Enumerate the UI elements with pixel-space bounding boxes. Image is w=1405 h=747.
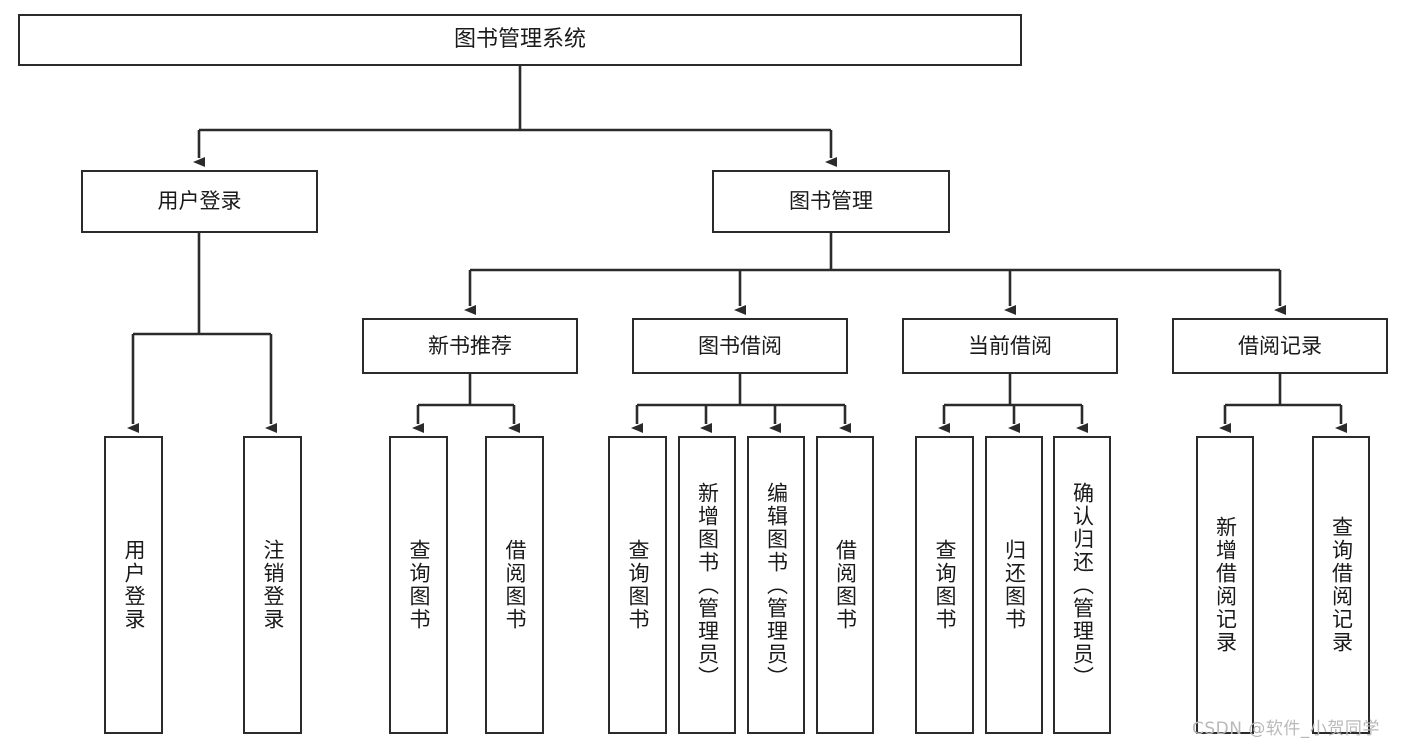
node-leaf-borrow-book-2[interactable]: 借阅图书 xyxy=(816,436,874,734)
node-leaf-query-book-2-label: 查询图书 xyxy=(626,539,650,631)
node-leaf-query-book-3[interactable]: 查询图书 xyxy=(915,436,974,734)
csdn-watermark: CSDN @软件_小贺同学 xyxy=(1192,719,1380,739)
node-current-borrow-label: 当前借阅 xyxy=(968,333,1052,358)
node-root-label: 图书管理系统 xyxy=(453,27,586,53)
node-new-book-recommend-label: 新书推荐 xyxy=(428,333,512,358)
node-leaf-return-book[interactable]: 归还图书 xyxy=(985,436,1043,734)
node-leaf-query-book-3-label: 查询图书 xyxy=(933,539,957,631)
node-leaf-add-book-admin[interactable]: 新增图书（管理员） xyxy=(678,436,736,734)
node-leaf-logout-login-label: 注销登录 xyxy=(261,539,285,631)
node-leaf-add-borrow-record-label: 新增借阅记录 xyxy=(1213,516,1238,654)
node-leaf-return-book-label: 归还图书 xyxy=(1002,539,1027,631)
node-leaf-logout-login[interactable]: 注销登录 xyxy=(243,436,302,734)
node-leaf-borrow-book-2-label: 借阅图书 xyxy=(833,539,858,631)
node-root[interactable]: 图书管理系统 xyxy=(18,14,1022,66)
node-leaf-user-login-label: 用户登录 xyxy=(122,539,146,631)
node-book-borrow-label: 图书借阅 xyxy=(698,333,782,358)
node-current-borrow[interactable]: 当前借阅 xyxy=(902,318,1118,374)
node-book-manage[interactable]: 图书管理 xyxy=(712,170,950,233)
node-leaf-edit-book-admin[interactable]: 编辑图书（管理员） xyxy=(747,436,805,734)
node-book-borrow[interactable]: 图书借阅 xyxy=(632,318,848,374)
node-leaf-add-book-admin-label: 新增图书（管理员） xyxy=(695,481,720,689)
node-leaf-confirm-return-admin-label: 确认归还（管理员） xyxy=(1070,481,1095,689)
node-leaf-query-book-1-label: 查询图书 xyxy=(407,539,431,631)
node-new-book-recommend[interactable]: 新书推荐 xyxy=(362,318,578,374)
node-leaf-confirm-return-admin[interactable]: 确认归还（管理员） xyxy=(1053,436,1111,734)
node-leaf-query-book-2[interactable]: 查询图书 xyxy=(608,436,667,734)
node-leaf-borrow-book-1[interactable]: 借阅图书 xyxy=(485,436,544,734)
node-leaf-edit-book-admin-label: 编辑图书（管理员） xyxy=(764,481,789,689)
node-borrow-record-label: 借阅记录 xyxy=(1238,333,1322,358)
node-leaf-query-book-1[interactable]: 查询图书 xyxy=(389,436,448,734)
node-book-manage-label: 图书管理 xyxy=(789,189,873,214)
node-leaf-user-login[interactable]: 用户登录 xyxy=(104,436,163,734)
node-leaf-query-borrow-record-label: 查询借阅记录 xyxy=(1329,516,1354,654)
node-borrow-record[interactable]: 借阅记录 xyxy=(1172,318,1388,374)
node-leaf-add-borrow-record[interactable]: 新增借阅记录 xyxy=(1196,436,1254,734)
node-user-login[interactable]: 用户登录 xyxy=(81,170,318,233)
node-leaf-borrow-book-1-label: 借阅图书 xyxy=(503,539,527,631)
node-leaf-query-borrow-record[interactable]: 查询借阅记录 xyxy=(1312,436,1370,734)
node-user-login-label: 用户登录 xyxy=(157,189,242,214)
